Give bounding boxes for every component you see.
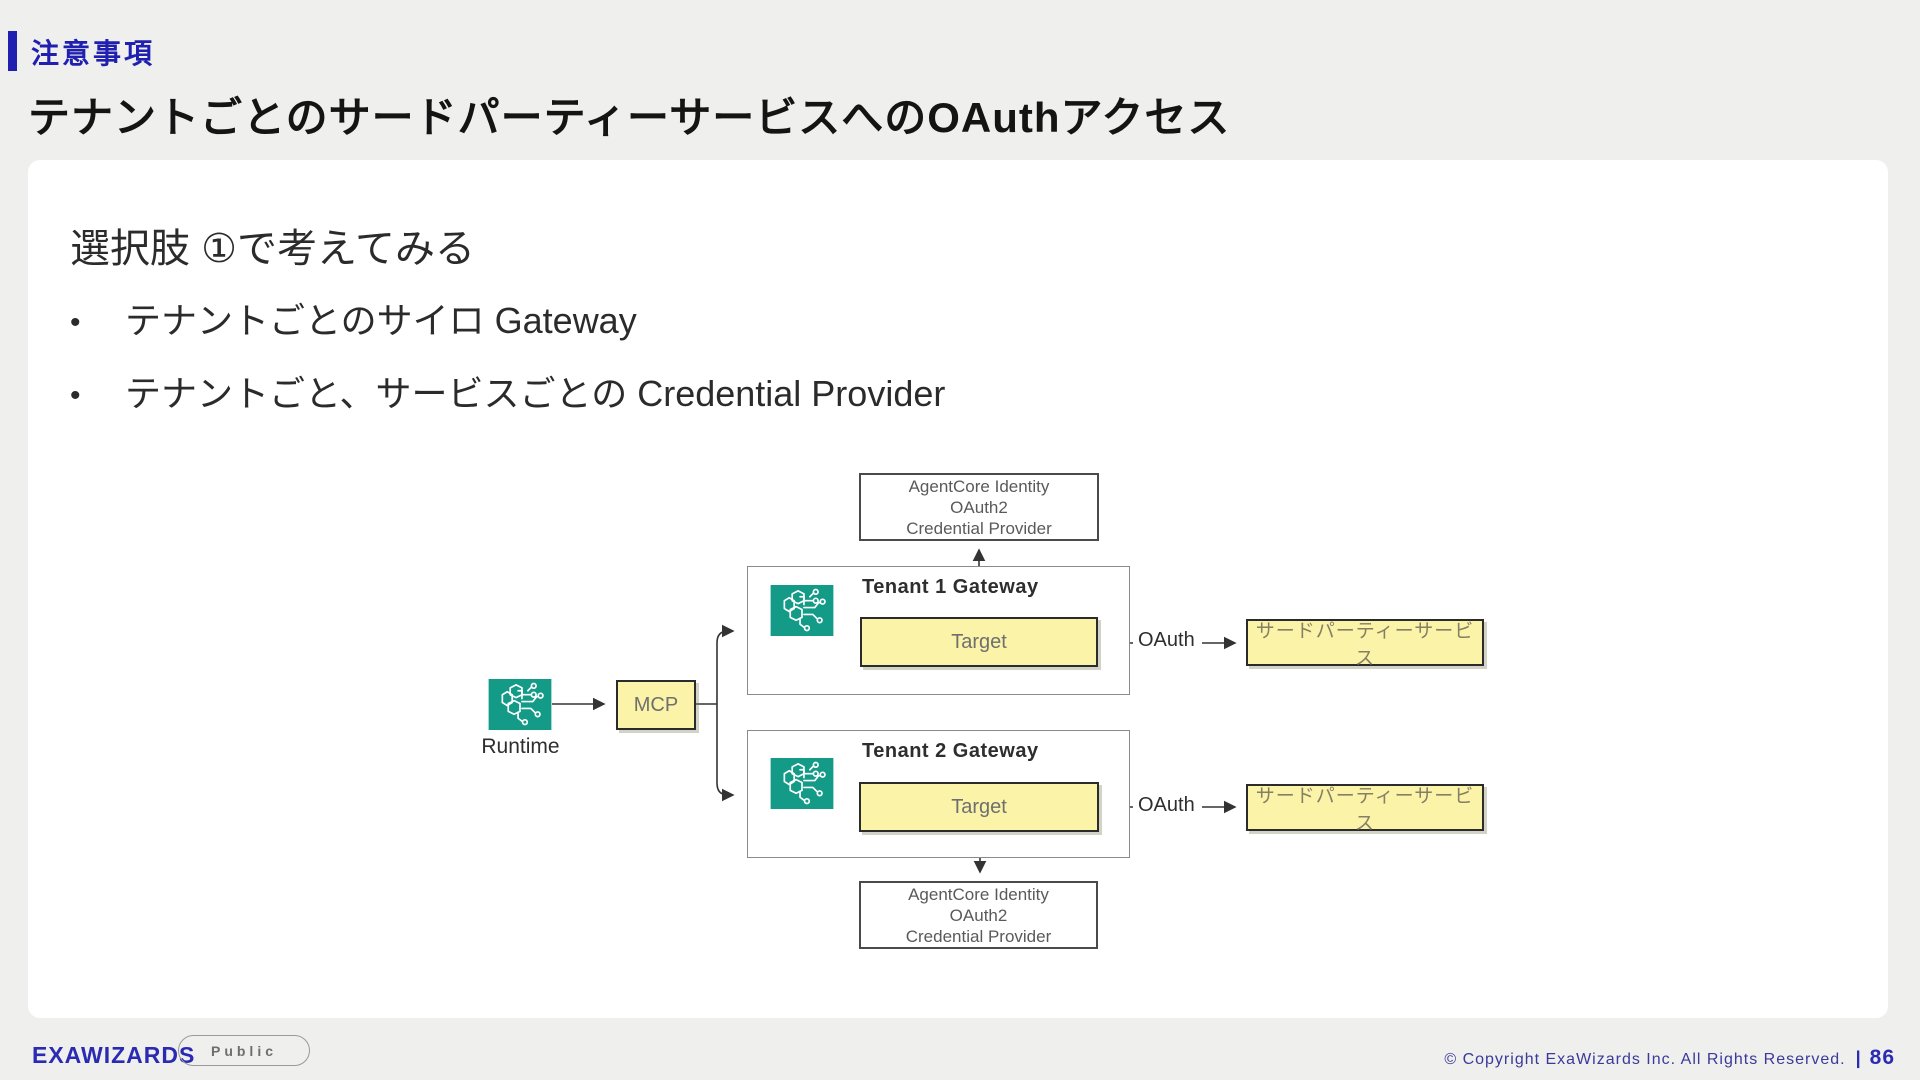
cred-line: Credential Provider <box>905 926 1052 946</box>
bullet-text: テナントごとのサイロ Gateway <box>125 300 637 341</box>
tenant2-oauth-label: OAuth <box>1138 794 1195 816</box>
runtime-label: Runtime <box>481 735 560 758</box>
agentcore-gateway-icon <box>770 585 834 636</box>
company-logo: EXAWIZARDS <box>32 1042 196 1068</box>
bullet-item: • テナントごとのサイロ Gateway <box>70 292 637 344</box>
bullet-marker: • <box>70 379 81 413</box>
cred-line: Credential Provider <box>906 518 1052 538</box>
copyright-text: © Copyright ExaWizards Inc. All Rights R… <box>1444 1051 1846 1068</box>
tenant2-gateway-title: Tenant 2 Gateway <box>862 740 1039 762</box>
tenant1-thirdparty-service-node: サードパーティーサービス <box>1246 619 1484 669</box>
agentcore-gateway-icon <box>770 758 834 809</box>
mcp-node: MCP <box>616 680 696 730</box>
bullet-item: • テナントごと、サービスごとの Credential Provider <box>70 365 945 417</box>
tenant2-thirdparty-service-node: サードパーティーサービス <box>1246 784 1484 834</box>
page-number: 86 <box>1869 1046 1895 1069</box>
tenant1-target-node: Target <box>860 617 1098 667</box>
cred-line: AgentCore Identity <box>908 884 1049 904</box>
slide-title: テナントごとのサードパーティーサービスへのOAuthアクセス <box>28 94 1231 141</box>
bullet-marker: • <box>70 306 81 340</box>
credential-provider-box-bottom: AgentCore Identity OAuth2 Credential Pro… <box>859 881 1098 949</box>
cred-line: OAuth2 <box>949 905 1008 925</box>
tenant1-oauth-label: OAuth <box>1138 629 1195 651</box>
footer-divider: | <box>1855 1048 1862 1068</box>
tenant1-gateway-title: Tenant 1 Gateway <box>862 576 1039 598</box>
cred-line: OAuth2 <box>950 497 1008 517</box>
tenant2-target-node: Target <box>859 782 1099 832</box>
section-heading: 選択肢 ①で考えてみる <box>70 227 475 271</box>
kicker-accent-bar <box>8 31 17 71</box>
credential-provider-box-top: AgentCore Identity OAuth2 Credential Pro… <box>859 473 1099 541</box>
copyright-bar: © Copyright ExaWizards Inc. All Rights R… <box>1444 1046 1895 1070</box>
bullet-text: テナントごと、サービスごとの Credential Provider <box>125 373 946 414</box>
agentcore-runtime-icon <box>488 679 552 730</box>
cred-line: AgentCore Identity <box>908 476 1050 496</box>
visibility-badge: Public <box>178 1035 310 1066</box>
slide-kicker: 注意事項 <box>31 38 156 69</box>
